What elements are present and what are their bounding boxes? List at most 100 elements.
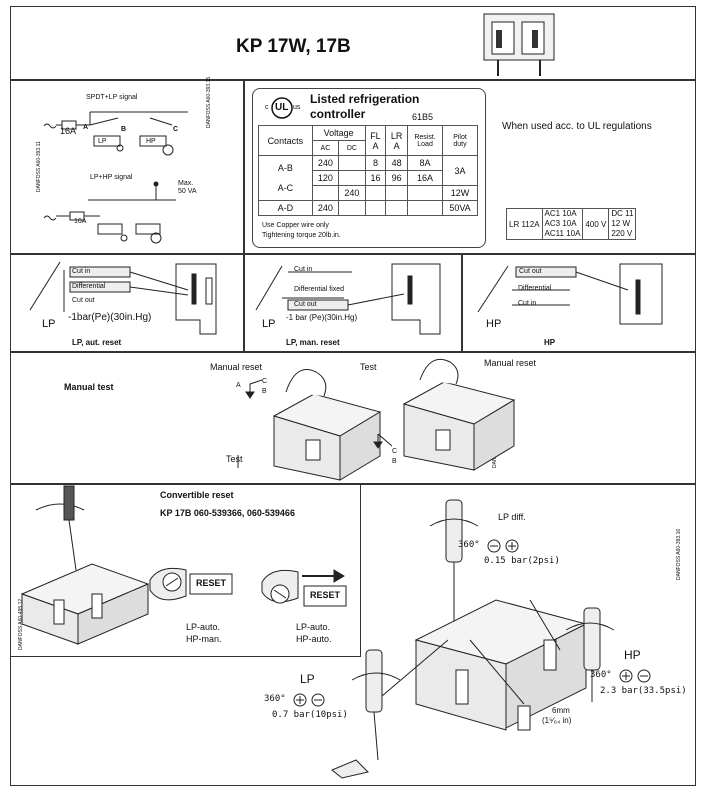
regs-dc11: DC 11 (611, 209, 634, 218)
lp-diff-degrees: 360° (458, 540, 480, 550)
hdr-ac: AC (311, 140, 340, 156)
wiring-signal-va: 50 VA (178, 188, 197, 195)
wiring-rating: 16A (60, 126, 77, 136)
ul-note-2: Tightening torque 20lb.in. (262, 232, 341, 239)
left-caption-2: HP-man. (186, 634, 222, 644)
convertible-divider (360, 484, 361, 656)
cell-pilot12w: 12W (442, 185, 478, 201)
p3-differential: Differential (518, 285, 552, 292)
right-caption-2: HP-auto. (296, 634, 332, 644)
ul-heading-2: controller (310, 107, 366, 121)
ul-regs-label: When used acc. to UL regulations (502, 121, 652, 132)
diff-panel-1 (10, 254, 244, 352)
cell-lr96: 96 (385, 170, 409, 186)
reset-button-left[interactable]: RESET (196, 578, 227, 588)
ul-certificate (252, 88, 486, 248)
lp-diff-value: 0.15 bar(2psi) (484, 556, 560, 566)
cell-empty-2 (338, 170, 366, 186)
hex-size-inch: (1⁵⁄₆₄ in) (542, 716, 572, 725)
cell-v240: 240 (311, 155, 340, 171)
ul-heading-1: Listed refrigeration (310, 92, 420, 106)
page-title: KP 17W, 17B (236, 36, 351, 57)
manual-test-title: Manual test (64, 382, 114, 392)
lp-label: LP (300, 672, 315, 686)
convertible-code: DANFOSS A60-495.12 (18, 598, 24, 650)
manual-reset-label-2: Manual reset (484, 358, 537, 368)
hp-label: HP (624, 648, 641, 662)
cell-empty-9 (385, 200, 409, 216)
wiring-panel (10, 80, 244, 254)
cell-v240b: 240 (311, 200, 340, 216)
ul-panel (244, 80, 696, 254)
convertible-bottom-divider (10, 656, 361, 657)
convertible-subtitle: KP 17B 060-539366, 060-539466 (160, 508, 295, 518)
manual-test-panel (10, 352, 696, 484)
p3-caption: HP (544, 338, 556, 347)
bottom-panel (10, 484, 696, 786)
lp-value: 0.7 bar(10psi) (272, 710, 348, 720)
wiring-bottom-label: LP+HP signal (90, 174, 133, 181)
cell-ad: A-D (258, 200, 313, 216)
lp-degrees: 360° (264, 694, 286, 704)
p3-cut-out: Cut out (519, 268, 542, 275)
right-caption-1: LP-auto. (296, 622, 331, 632)
cell-r16a: 16A (407, 170, 444, 186)
cell-empty-8 (364, 200, 387, 216)
hdr-dc: DC (338, 140, 366, 156)
p2-cut-out: Cut out (294, 301, 317, 308)
hdr-contacts: Contacts (258, 125, 313, 156)
p1-caption: LP, aut. reset (72, 338, 122, 347)
lp-diff-label: LP diff. (498, 512, 526, 522)
test-label-2: Test (360, 362, 377, 372)
cell-empty-4 (364, 185, 387, 201)
hp-value: 2.3 bar(33.5psi) (600, 686, 687, 696)
p1-cut-in: Cut in (72, 268, 91, 275)
contact-a-2: A (364, 452, 369, 459)
hdr-resist-text2: Load (417, 140, 433, 148)
cell-pilot3a: 3A (442, 155, 478, 186)
cell-ac: A-C (277, 183, 294, 193)
p1-differential: Differential (72, 283, 106, 290)
p3-cut-in: Cut in (518, 300, 537, 307)
left-caption-1: LP-auto. (186, 622, 221, 632)
hdr-lr-unit: A (393, 140, 400, 151)
p1-cut-out: Cut out (72, 297, 95, 304)
cell-fl16: 16 (364, 170, 387, 186)
ul-code: 61B5 (412, 112, 434, 122)
wiring-hp-text: HP (146, 138, 156, 145)
cell-contacts-abc: A-B A-C (258, 155, 313, 201)
wiring-rating-2: 16A (74, 218, 87, 225)
regs-voltage: 400 V (582, 208, 610, 240)
reset-button-right[interactable]: RESET (310, 590, 341, 600)
ul-logo-c: c (265, 104, 269, 111)
manual-reset-label-1: Manual reset (210, 362, 263, 372)
terminal-c: C (173, 126, 179, 133)
cell-v120: 120 (311, 170, 340, 186)
cell-empty-5 (385, 185, 409, 201)
ul-note-1: Use Copper wire only (262, 222, 329, 229)
wiring-signal-max: Max. (178, 180, 194, 187)
cell-empty-10 (407, 200, 444, 216)
regs-v220: 220 V (611, 229, 633, 238)
cell-empty-3 (311, 185, 340, 201)
hex-size-mm: 6mm (552, 706, 570, 715)
p2-diff-fixed: Differential fixed (294, 286, 345, 293)
hdr-pilot-text: Pilot (453, 133, 467, 141)
cell-ab: A-B (277, 163, 293, 173)
adjust-code: DANFOSS A60-393.16 (676, 528, 682, 580)
convertible-title: Convertible reset (160, 490, 234, 500)
terminal-a: A (83, 124, 89, 131)
regs-lr: LR 112A (506, 208, 543, 240)
title-panel (10, 6, 696, 80)
manual-code: DANFOSS A60-395.10 (492, 416, 498, 468)
wiring-code-2: DANFOSS A60-393.11 (36, 141, 42, 192)
diff-panel-3 (462, 254, 696, 352)
contact-b-1: B (262, 388, 267, 395)
contact-c-2: C (392, 448, 398, 455)
regs-ac1: AC1 10A (544, 209, 577, 218)
wiring-top-label: SPDT+LP signal (86, 94, 138, 101)
